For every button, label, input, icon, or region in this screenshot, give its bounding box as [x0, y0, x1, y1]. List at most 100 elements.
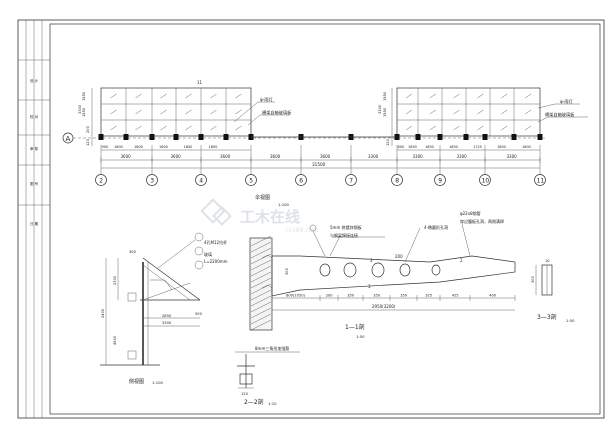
section-2-2: 8mm三角形加强筋 120 2—2剖 1:10 [235, 345, 300, 406]
height-dim: 1550 [383, 91, 387, 101]
glass-panel-marks [110, 93, 242, 131]
section-mark: 3 [370, 258, 373, 263]
side-view: 4孔M12拉杆 玻璃 L=2200mm 300 2300 2400 4500 2… [100, 232, 228, 385]
axis-number: 11 [537, 178, 545, 185]
height-dim: 120 [386, 138, 390, 146]
section-dim: 10 [545, 259, 550, 263]
side-dim: 3300 [162, 321, 172, 325]
axis-bubble [95, 174, 107, 186]
bay-dim: 3300 [457, 154, 468, 159]
axis-number: 6 [299, 178, 303, 185]
column [415, 134, 421, 140]
column [223, 134, 229, 140]
side-caption: 侧视图 [129, 378, 144, 385]
sub-dim: 1800 [497, 145, 506, 149]
beam-dim: 200 [326, 294, 334, 298]
axis-bubble [391, 174, 403, 186]
beam-total: 2950(3200) [372, 304, 396, 309]
side-dim: 300 [129, 250, 137, 254]
side-dim: 4500 [113, 335, 117, 345]
section-note: 8mm三角形加强筋 [255, 345, 289, 351]
axis-bubble [434, 174, 446, 186]
hole [431, 264, 441, 276]
section-3-3: 300 10 3—3剖 1:50 [531, 259, 575, 323]
height-dim: 3300 [378, 104, 382, 114]
title-block-label: 图 号 [30, 181, 39, 186]
axis-bubble [245, 174, 257, 186]
title-block: 设 计 校 对 审 核 图 号 日 期 [18, 20, 50, 418]
sub-dim: 800 [398, 145, 405, 149]
section-note: 穿过腹板孔洞，两侧满焊 [460, 218, 504, 224]
axis-number: 10 [482, 178, 490, 185]
height-dim: 1550 [82, 91, 86, 101]
column [149, 134, 155, 140]
plan-note: 横架自箱玻璃板 [545, 111, 575, 118]
bay-dim: 3300 [413, 154, 424, 159]
drawing-frame [49, 23, 601, 415]
section-1-1: 5mm 热镀锌钢板 与钢梁焊接连接 4-椭圆形孔洞 φ22x8钢管 穿过腹板孔洞… [249, 210, 516, 339]
section-scale: 1:10 [268, 401, 277, 406]
column [123, 134, 129, 140]
side-dim: 2300 [113, 275, 117, 285]
column [511, 134, 517, 140]
axis-number: 7 [349, 178, 353, 185]
title-block-label: 校 对 [30, 114, 39, 119]
section-note: 4-椭圆形孔洞 [424, 224, 448, 230]
height-dim: 120 [86, 138, 90, 146]
beam-profile [271, 255, 516, 297]
sub-dim: 1800 [522, 145, 531, 149]
section-dim: 300 [531, 275, 535, 283]
sub-dim: 1800 [134, 145, 143, 149]
title-block-label: 审 核 [30, 146, 39, 151]
plan-view: A 11 1550 1550 200 3300 120 [62, 80, 588, 207]
column [537, 134, 543, 140]
column [482, 134, 488, 140]
title-block-label: 设 计 [30, 78, 39, 83]
axis-number: 9 [438, 178, 442, 185]
height-dim: 1550 [82, 107, 86, 117]
section-note: 5mm 热镀锌钢板 [330, 224, 362, 230]
plan-note: φ-雨灯 [260, 96, 273, 103]
axis-bubble [295, 174, 307, 186]
height-dim: 3300 [78, 104, 82, 114]
column-row [98, 134, 543, 140]
beam-dim: 325 [425, 294, 432, 298]
section-note: 与钢梁焊接连接 [330, 232, 358, 238]
sub-dim: 1600 [159, 145, 168, 149]
bay-dim: 3600 [270, 154, 281, 159]
beam-dim: 425 [452, 294, 459, 298]
axis-number: 2 [99, 178, 103, 185]
hole [343, 262, 357, 278]
side-scale: 1:100 [152, 380, 164, 385]
axis-bubble [479, 174, 491, 186]
bay-dim: 3600 [121, 154, 132, 159]
axis-number: 8 [395, 178, 399, 185]
watermark-url: co188.com [285, 227, 318, 234]
section-caption: 2—2剖 [244, 398, 264, 406]
bay-dim: 3300 [507, 154, 518, 159]
section-dim: 300 [285, 267, 289, 275]
hole [371, 262, 385, 278]
side-dim: 500 [195, 312, 203, 316]
bay-dim: 3600 [320, 154, 331, 159]
watermark-text: 工木在线 [240, 208, 300, 226]
axis-bubble [534, 174, 546, 186]
section-caption: 1—1剖 [345, 323, 365, 331]
title-block-label: 日 期 [30, 221, 39, 226]
side-label: 4孔M12拉杆 [204, 239, 227, 245]
sheet-border [17, 19, 605, 419]
total-dimension: 31500 [312, 162, 326, 167]
beam-dim: 400 [489, 294, 497, 298]
beam-dim: 350 [373, 294, 381, 298]
axis-number: 5 [249, 178, 253, 185]
column [98, 134, 104, 140]
section-note: φ22x8钢管 [460, 210, 481, 216]
plan-note: 横架自箱玻璃板 [262, 109, 292, 116]
axis-bubble [345, 174, 357, 186]
hole [399, 263, 411, 277]
height-dim: 200 [86, 125, 90, 133]
